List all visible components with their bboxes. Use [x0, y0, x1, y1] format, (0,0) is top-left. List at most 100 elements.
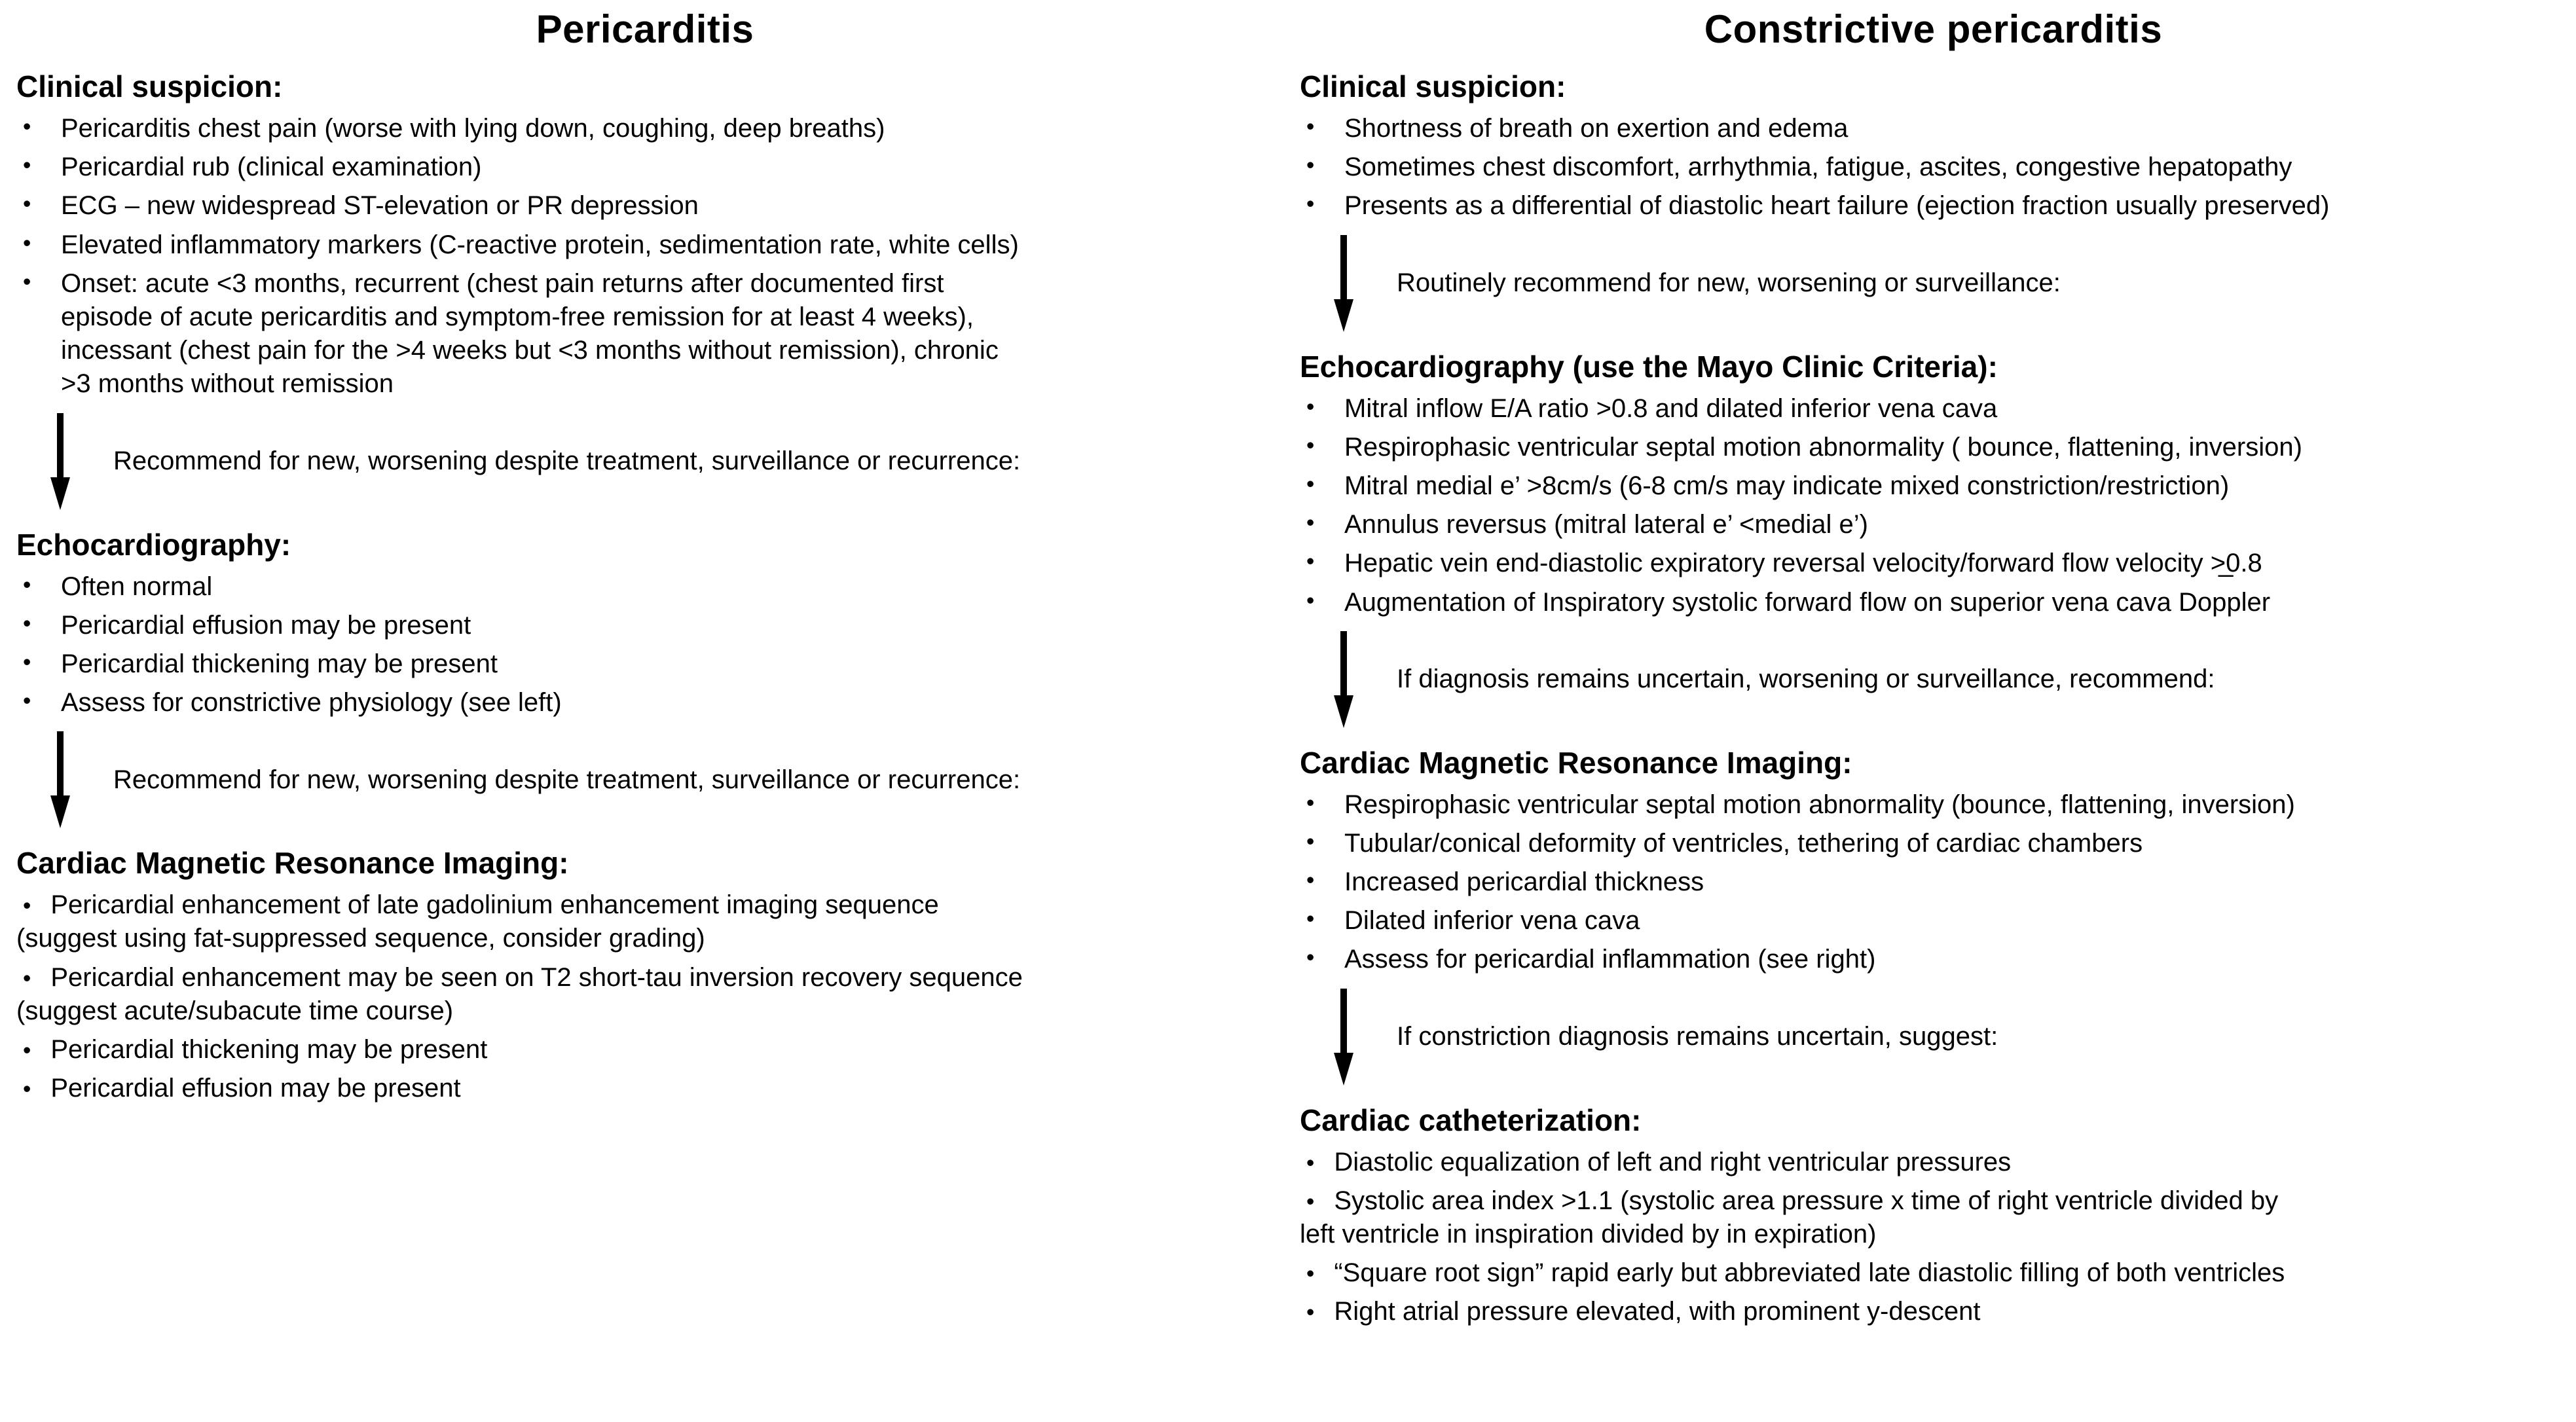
bullet-marker-icon: • — [23, 688, 31, 714]
bullet-marker-icon: • — [23, 649, 31, 675]
section-heading: Cardiac Magnetic Resonance Imaging: — [16, 846, 569, 881]
bullet-text: Onset: acute <3 months, recurrent (chest… — [61, 268, 999, 399]
section-heading: Echocardiography (use the Mayo Clinic Cr… — [1300, 349, 1998, 384]
bullet-item: •Pericardial enhancement may be seen on … — [16, 961, 1274, 1028]
bullet-marker-icon: • — [23, 1076, 31, 1103]
column-title: Pericarditis — [536, 7, 754, 51]
bullet-text: Often normal — [61, 572, 213, 601]
bullet-marker-icon: • — [1306, 790, 1315, 816]
arrow-label: If diagnosis remains uncertain, worsenin… — [1397, 665, 2215, 694]
bullet-item: • Assess for constrictive physiology (see… — [16, 686, 1274, 720]
bullet-marker-icon: • — [1306, 1188, 1315, 1214]
down-arrow-icon — [50, 412, 70, 510]
bullet-item: • Elevated inflammatory markers (C-reacti… — [16, 228, 1274, 262]
section-heading: Cardiac Magnetic Resonance Imaging: — [1300, 745, 1852, 780]
bullet-list: • Mitral inflow E/A ratio >0.8 and dilate… — [1300, 392, 2567, 619]
bullet-marker-icon: • — [1306, 432, 1315, 458]
bullet-item: •Augmentation of Inspiratory systolic fo… — [1300, 586, 2567, 619]
bullet-marker-icon: • — [1306, 906, 1315, 932]
bullet-text: Pericardial thickening may be present — [61, 649, 498, 678]
bullet-text: Pericardial rub (clinical examination) — [61, 153, 482, 182]
bullet-marker-icon: • — [1306, 867, 1315, 894]
bullet-item: • “Square root sign” rapid early but abbr… — [1300, 1256, 2567, 1290]
bullet-item: • Onset: acute <3 months, recurrent (ches… — [16, 267, 1274, 401]
bullet-item: • Sometimes chest discomfort, arrhythmia,… — [1300, 151, 2567, 184]
section-0-2: Echocardiography:•Often normal•Pericardi… — [16, 527, 1274, 720]
column-title: Constrictive pericarditis — [1704, 7, 2163, 51]
bullet-list: •Shortness of breath on exertion and ede… — [1300, 112, 2567, 223]
bullet-list: • Often normal •Pericardial effusion may b… — [16, 570, 1274, 720]
bullet-marker-icon: • — [23, 153, 31, 179]
bullet-marker-icon: • — [23, 893, 31, 919]
bullet-marker-icon: • — [23, 572, 31, 598]
down-arrow-icon — [1334, 988, 1353, 1085]
bullet-item: • Presents as a differential of diastolic… — [1300, 189, 2567, 223]
bullet-marker-icon: • — [23, 610, 31, 636]
bullet-text: Pericardial enhancement of late gadolini… — [16, 890, 939, 953]
bullet-text: Pericardial effusion may be present — [50, 1074, 461, 1103]
down-arrow-icon — [50, 731, 70, 829]
bullet-text: Mitral inflow E/A ratio >0.8 and dilated… — [1344, 393, 1998, 423]
arrow-step: Routinely recommend for new, worsening o… — [1300, 234, 2567, 332]
arrow-step: Recommend for new, worsening despite tre… — [16, 412, 1274, 510]
bullet-marker-icon: • — [1306, 114, 1315, 139]
bullet-item: •Diastolic equalization of left and righ… — [1300, 1146, 2567, 1179]
bullet-item: •Right atrial pressure elevated, with pr… — [1300, 1295, 2567, 1328]
bullet-marker-icon: • — [23, 965, 31, 991]
arrow-label: Recommend for new, worsening despite tre… — [113, 447, 1021, 475]
bullet-item: • Pericardial rub (clinical examination) — [16, 151, 1274, 184]
bullet-text: Respirophasic ventricular septal motion … — [1344, 432, 2302, 462]
bullet-text: Pericardial enhancement may be seen on T… — [16, 962, 1023, 1025]
bullet-marker-icon: • — [23, 230, 31, 256]
bullet-text: Diastolic equalization of left and right… — [1334, 1147, 2012, 1176]
bullet-text: Assess for constrictive physiology (see … — [61, 688, 562, 718]
bullet-text: Systolic area index >1.1 (systolic area … — [1300, 1186, 2279, 1249]
bullet-text: Presents as a differential of diastolic … — [1344, 191, 2330, 221]
bullet-text: Right atrial pressure elevated, with pro… — [1334, 1297, 1981, 1326]
section-heading: Echocardiography: — [16, 527, 291, 562]
bullet-marker-icon: • — [1306, 153, 1315, 179]
bullet-text: Annulus reversus (mitral lateral e’ <med… — [1344, 510, 1868, 539]
bullet-item: •Systolic area index >1.1 (systolic area… — [1300, 1184, 2567, 1251]
arrow-step: Recommend for new, worsening despite tre… — [16, 731, 1274, 829]
section-heading: Clinical suspicion: — [16, 69, 283, 103]
bullet-list: • Pericarditis chest pain (worse with lyi… — [16, 112, 1274, 401]
bullet-item: •Mitral medial e’ >8cm/s (6-8 cm/s may i… — [1300, 469, 2567, 503]
bullet-text: “Square root sign” rapid early but abbre… — [1334, 1258, 2285, 1288]
bullet-text: Hepatic vein end-diastolic expiratory re… — [1344, 549, 2262, 578]
bullet-item: • Pericardial effusion may be present — [16, 1072, 1274, 1105]
bullet-item: •Pericardial enhancement of late gadolin… — [16, 888, 1274, 955]
bullet-item: • Often normal — [16, 570, 1274, 604]
section-1-4: Cardiac Magnetic Resonance Imaging: • Resp… — [1300, 745, 2567, 977]
bullet-text: Sometimes chest discomfort, arrhythmia, … — [1344, 153, 2292, 182]
bullet-marker-icon: • — [1306, 828, 1315, 854]
bullet-text: Respirophasic ventricular septal motion … — [1344, 790, 2295, 819]
bullet-item: •Pericardial effusion may be present — [16, 609, 1274, 642]
arrow-label: Recommend for new, worsening despite tre… — [113, 765, 1021, 794]
section-0-4: Cardiac Magnetic Resonance Imaging:•Peri… — [16, 845, 1274, 1105]
bullet-marker-icon: • — [1306, 945, 1315, 971]
bullet-list: • Diastolic equalization of left and righ… — [1300, 1146, 2567, 1329]
bullet-text: Augmentation of Inspiratory systolic for… — [1344, 587, 2271, 617]
bullet-text: Elevated inflammatory markers (C-reactiv… — [61, 230, 1019, 259]
bullet-text: Pericardial thickening may be present — [50, 1035, 488, 1064]
section-1-0: Clinical suspicion: •Shortness of breath … — [1300, 69, 2567, 223]
bullet-item: •Pericarditis chest pain (worse with lyi… — [16, 112, 1274, 145]
bullet-marker-icon: • — [1306, 1261, 1315, 1287]
bullet-text: Mitral medial e’ >8cm/s (6-8 cm/s may in… — [1344, 471, 2230, 500]
bullet-marker-icon: • — [1306, 191, 1315, 217]
bullet-marker-icon: • — [1306, 510, 1315, 536]
bullet-marker-icon: • — [23, 268, 31, 295]
bullet-marker-icon: • — [23, 191, 31, 217]
bullet-item: •Pericardial thickening may be present — [16, 1033, 1274, 1066]
section-heading: Clinical suspicion: — [1300, 69, 1566, 103]
bullet-text: Pericarditis chest pain (worse with lyin… — [61, 114, 885, 143]
bullet-item: •Mitral inflow E/A ratio >0.8 and dilate… — [1300, 392, 2567, 426]
down-arrow-icon — [1334, 630, 1353, 728]
bullet-list: • Respirophasic ventricular septal motion… — [1300, 788, 2567, 977]
bullet-text: Dilated inferior vena cava — [1344, 906, 1640, 936]
bullet-item: • Annulus reversus (mitral lateral e’ <me… — [1300, 508, 2567, 541]
bullet-list: •Pericardial enhancement of late gadolin… — [16, 888, 1274, 1105]
section-1-2: Echocardiography (use the Mayo Clinic Cr… — [1300, 349, 2567, 619]
